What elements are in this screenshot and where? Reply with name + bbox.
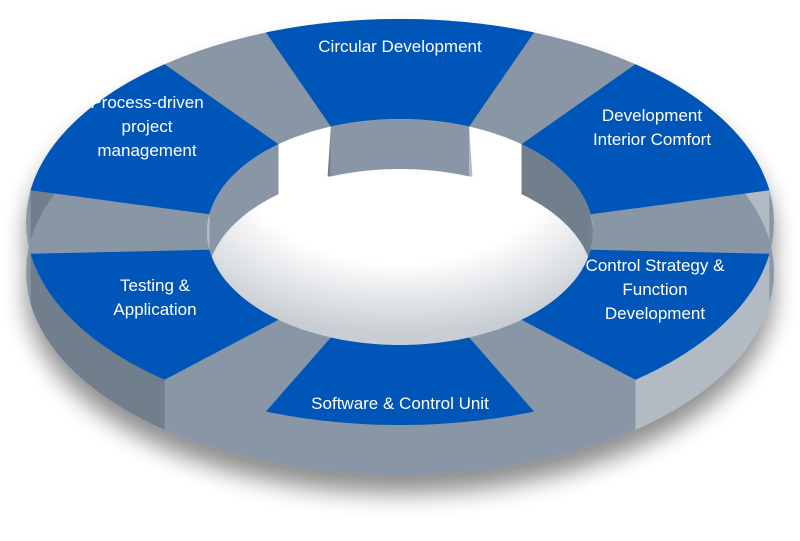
segment-bottom-left (30, 249, 279, 380)
segment-label-line: project (121, 117, 172, 136)
segment-label-line: Interior Comfort (593, 130, 711, 149)
ring-inner-walls (207, 119, 593, 345)
segment-label-line: Application (113, 300, 196, 319)
segment-outer-wall-bottom-right (635, 253, 770, 430)
segment-label-line: Testing & (120, 276, 191, 295)
segment-label-line: Development (602, 106, 702, 125)
segment-label-line: Process-driven (90, 93, 203, 112)
segment-bottom-right (521, 249, 770, 380)
segment-inner-wall-top-right (521, 144, 591, 265)
segment-label-line: Software & Control Unit (311, 394, 489, 413)
segment-label-line: Development (605, 304, 705, 323)
segment-label-line: Control Strategy & (586, 256, 726, 275)
ring-center-hole (207, 119, 593, 345)
segment-label-top-left: Process-driven project management (90, 93, 203, 160)
segment-label-line: Function (622, 280, 687, 299)
segment-label-bottom: Software & Control Unit (311, 394, 489, 413)
gap-face (327, 126, 331, 177)
segment-label-bottom-left: Testing & Application (113, 276, 196, 319)
segment-label-top: Circular Development (318, 37, 482, 56)
segment-bottom (266, 337, 534, 425)
segment-top-left (30, 64, 279, 215)
segment-label-line: management (97, 141, 197, 160)
segment-top-right (521, 64, 770, 215)
ring-segment-tops (30, 19, 770, 425)
segment-outer-wall-bottom (266, 411, 534, 475)
segment-outer-wall-bottom-left (30, 253, 165, 430)
segment-inner-wall-top-left (209, 144, 279, 265)
gap-face (469, 126, 473, 177)
segment-label-line: Circular Development (318, 37, 482, 56)
segment-top (266, 19, 534, 127)
segment-inner-wall-top (330, 119, 470, 177)
